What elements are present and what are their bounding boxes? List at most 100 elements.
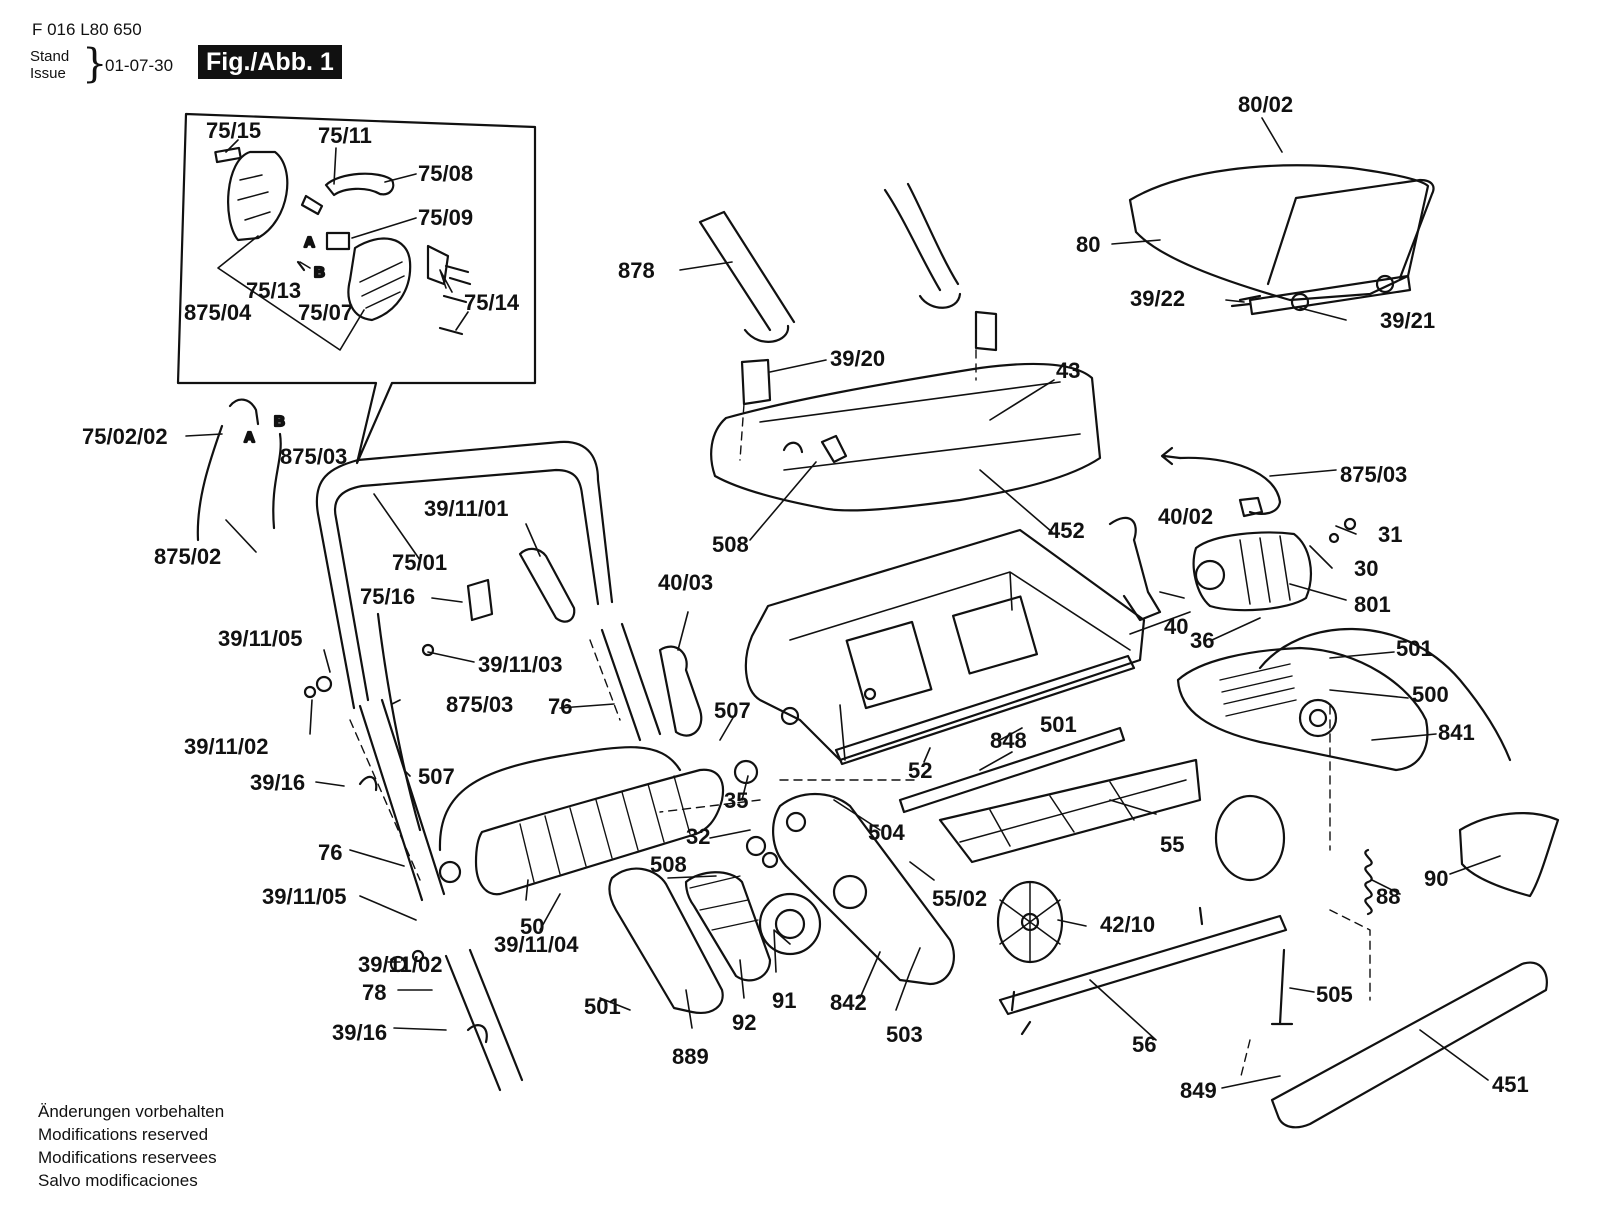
part-label: 55/02: [932, 886, 987, 911]
side-cover-plate: [1176, 646, 1429, 772]
part-label: 91: [772, 988, 796, 1013]
part-label: 508: [712, 532, 749, 557]
motor-group: [1108, 446, 1357, 622]
part-label: 88: [1376, 884, 1400, 909]
switch-housing-left: [227, 150, 289, 242]
part-label: 40/02: [1158, 504, 1213, 529]
part-label: 841: [1438, 720, 1475, 745]
part-label: 39/11/03: [478, 652, 562, 677]
issue-label: Issue: [30, 65, 66, 82]
handle-cap-left: [740, 358, 772, 406]
handle-lower-left: [358, 698, 446, 902]
switch-inset-box: [176, 112, 537, 465]
part-label: 39/16: [332, 1020, 387, 1045]
grass-box-frame: [1266, 178, 1435, 286]
switch-lever: [324, 172, 395, 197]
roller-frame: [438, 746, 682, 852]
part-label: 78: [362, 980, 386, 1005]
part-label: 39/22: [1130, 286, 1185, 311]
wheel-right: [1214, 794, 1286, 882]
cutter-reel: [938, 758, 1202, 864]
part-label: 451: [1492, 1072, 1529, 1097]
rear-axle-group: [998, 812, 1560, 1129]
housing-cover-group: [710, 362, 1102, 512]
part-label: 801: [1354, 592, 1391, 617]
part-label: 35: [724, 788, 748, 813]
part-label: 501: [1040, 712, 1077, 737]
part-label: 501: [1396, 636, 1433, 661]
spring-88: [1364, 848, 1373, 916]
part-label: 90: [1424, 866, 1448, 891]
chassis-body: [744, 528, 1146, 762]
part-label: 75/15: [206, 118, 261, 143]
handle-loop: [315, 440, 614, 710]
part-label: 500: [1412, 682, 1449, 707]
leader-lines-inset: [217, 139, 469, 351]
housing-cover: [710, 362, 1102, 512]
motor-cable: [1178, 456, 1282, 515]
part-label: 75/01: [392, 550, 447, 575]
wheels-group: [996, 794, 1286, 964]
handle-lower-right: [600, 622, 662, 742]
part-label: 508: [650, 852, 687, 877]
handle-bar-78: [444, 948, 524, 1092]
part-label: 452: [1048, 518, 1085, 543]
part-label: 875/03: [1340, 462, 1407, 487]
side-cover-left: [772, 792, 955, 986]
part-label: 875/04: [184, 300, 252, 325]
chassis-group: [744, 528, 1146, 762]
grass-box-axle: [1248, 274, 1412, 316]
plate-75-16: [466, 578, 494, 622]
part-label: 75/08: [418, 161, 473, 186]
part-label: 39/21: [1380, 308, 1435, 333]
handle-clamp: [658, 645, 703, 737]
part-labels: 75/15 75/11 75/08 75/09 75/13 875/04 75/…: [82, 92, 1529, 1103]
part-label: 503: [886, 1022, 923, 1047]
figure-badge: Fig./Abb. 1: [198, 45, 342, 79]
part-label: 849: [1180, 1078, 1217, 1103]
large-gear: [758, 892, 822, 956]
handle-cap-right: [974, 310, 998, 352]
part-label: 75/11: [318, 123, 372, 148]
part-label: 55: [1160, 832, 1184, 857]
part-label: 878: [618, 258, 655, 283]
inset-letter-a: A: [304, 234, 315, 251]
part-label: 505: [1316, 982, 1353, 1007]
part-label: 40: [1164, 614, 1188, 639]
shaft-52: [898, 726, 1126, 814]
part-label: 875/02: [154, 544, 221, 569]
cutter-group: [834, 654, 1202, 864]
part-label: 76: [548, 694, 572, 719]
rear-roller-451: [1270, 961, 1548, 1129]
part-label: 39/11/01: [424, 496, 508, 521]
cable-letter-a: A: [244, 429, 255, 446]
part-label: 52: [908, 758, 932, 783]
grass-box-group: [1128, 164, 1435, 316]
handle-bar-right: [883, 182, 960, 292]
part-label: 31: [1378, 522, 1402, 547]
drive-belt: [684, 871, 772, 982]
part-label: 39/11/05: [262, 884, 346, 909]
part-label: 92: [732, 1010, 756, 1035]
belt-cover: [608, 867, 724, 1014]
part-label: 56: [1132, 1032, 1156, 1057]
part-label: 76: [318, 840, 342, 865]
issue-date: 01-07-30: [105, 56, 174, 75]
part-label: 507: [418, 764, 455, 789]
inset-letter-b: B: [314, 264, 325, 281]
part-label: 75/16: [360, 584, 415, 609]
assembly-dash-lines: [349, 349, 1371, 1081]
part-label: 50: [520, 914, 544, 939]
part-label: 501: [584, 994, 621, 1019]
motor-body: [1192, 531, 1312, 612]
part-label: 42/10: [1100, 912, 1155, 937]
part-label: 75/13: [246, 278, 301, 303]
note-line-es: Salvo modificaciones: [38, 1171, 198, 1190]
roller-group: [438, 746, 759, 896]
part-label: 39/20: [830, 346, 885, 371]
brace-glyph: }: [82, 41, 108, 87]
modifications-notes: Änderungen vorbehalten Modifications res…: [38, 1100, 224, 1192]
document-code: F 016 L80 650: [32, 20, 142, 39]
part-label: 80/02: [1238, 92, 1293, 117]
axle-bar: [998, 914, 1288, 1016]
